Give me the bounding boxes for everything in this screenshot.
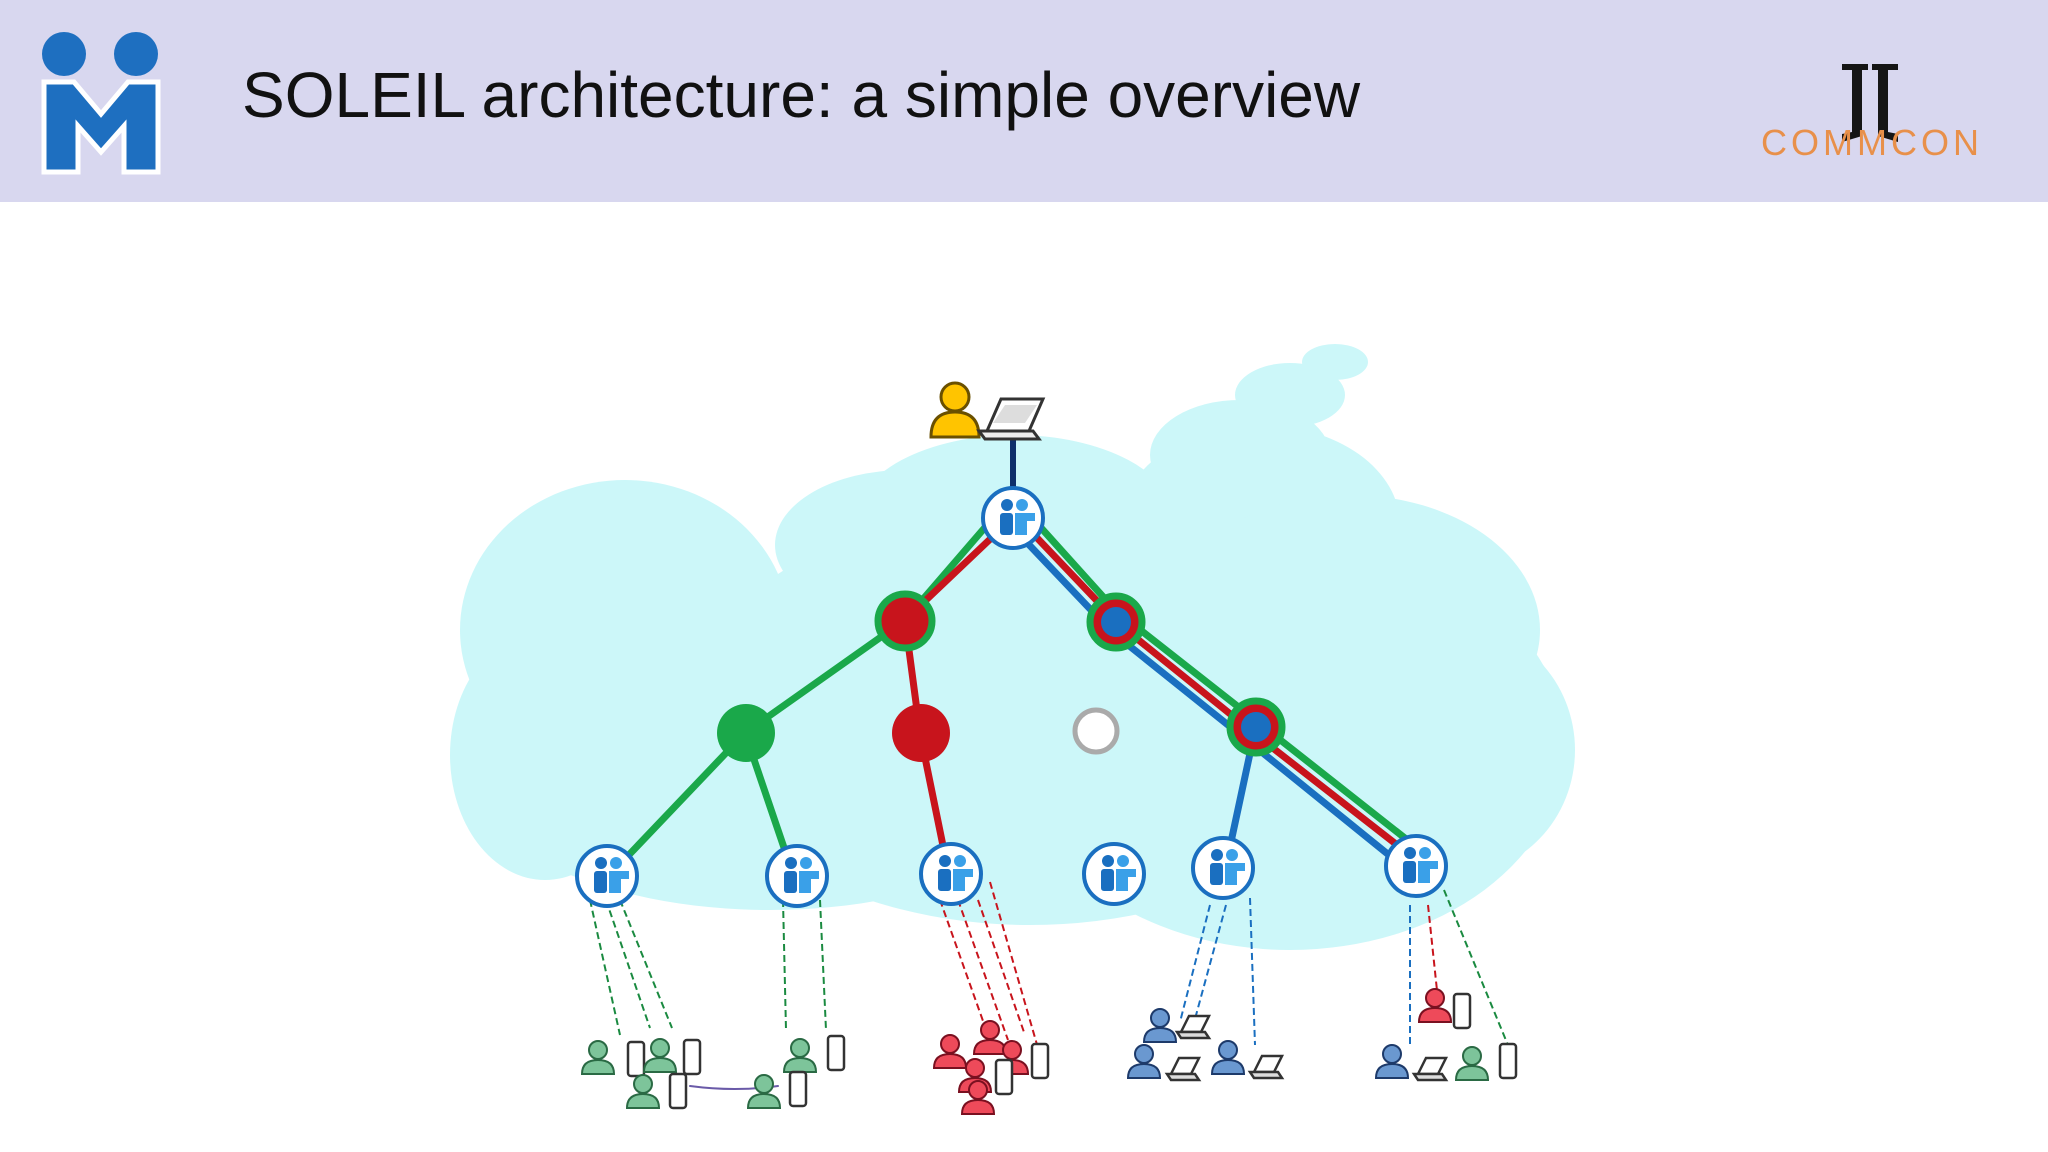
viewer-group-icon: [581, 1034, 846, 1110]
viewer-group-icon: [1127, 1008, 1284, 1082]
page-title: SOLEIL architecture: a simple overview: [242, 59, 1361, 131]
relay-node-icon: [717, 590, 1286, 762]
viewer-group-icon: [1375, 988, 1518, 1082]
viewer-group-icon: [933, 1020, 1050, 1115]
publisher-user-icon: [929, 381, 981, 439]
header-bar: SOLEIL architecture: a simple overview C…: [0, 0, 2048, 202]
client-links: [589, 881, 1511, 1056]
laptop-icon: [976, 397, 1046, 441]
commcon-logo-icon: [1842, 64, 1898, 142]
commcon-wordmark: COMMCON: [1761, 122, 1983, 163]
meetecho-logo-icon: [41, 32, 161, 175]
